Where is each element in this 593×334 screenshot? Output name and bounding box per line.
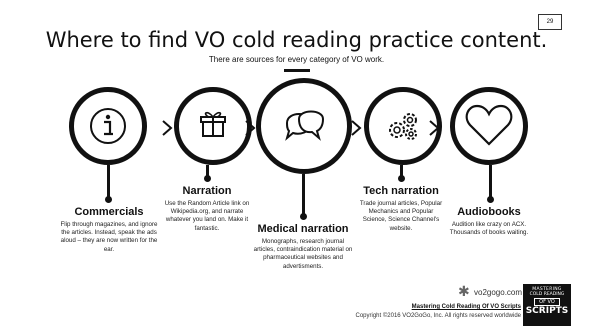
category-title: Medical narration bbox=[257, 223, 349, 235]
connector-dot bbox=[300, 213, 307, 220]
chevron-right-icon bbox=[245, 120, 256, 136]
connector-dot bbox=[487, 196, 494, 203]
page-number: 29 bbox=[538, 14, 562, 30]
category-description: Monographs, research journal articles, c… bbox=[253, 238, 353, 270]
category-title: Audiobooks bbox=[457, 206, 521, 218]
connector-line bbox=[489, 165, 492, 199]
category-title: Commercials bbox=[74, 206, 144, 218]
connector-dot bbox=[398, 175, 405, 182]
narration-circle bbox=[174, 87, 252, 165]
category-description: Use the Random Article link on Wikipedia… bbox=[164, 200, 250, 232]
tech-narration-circle bbox=[364, 87, 442, 165]
connector-dot bbox=[105, 196, 112, 203]
connector-line bbox=[302, 174, 305, 216]
category-description: Flip through magazines, and ignore the a… bbox=[60, 221, 158, 253]
tech-narration-block: Tech narration Trade journal articles, P… bbox=[356, 185, 446, 233]
narration-block: Narration Use the Random Article link on… bbox=[160, 185, 254, 233]
connector-line bbox=[206, 165, 209, 178]
category-description: Audition like crazy on ACX. Thousands of… bbox=[449, 221, 529, 237]
logo-line: OF VO bbox=[534, 298, 560, 306]
logo-line: COLD READING bbox=[529, 292, 565, 297]
commercials-block: Commercials Flip through magazines, and … bbox=[58, 206, 160, 254]
audiobooks-block: Audiobooks Audition like crazy on ACX. T… bbox=[444, 206, 534, 237]
chevron-right-icon bbox=[351, 120, 362, 136]
brand-url: vo2gogo.com bbox=[474, 288, 523, 297]
category-title: Narration bbox=[182, 185, 232, 197]
slide-subtitle: There are sources for every category of … bbox=[208, 55, 385, 64]
heart-icon bbox=[465, 104, 513, 146]
connector-dot bbox=[204, 175, 211, 182]
category-title: Tech narration bbox=[363, 185, 439, 197]
commercials-circle bbox=[69, 87, 147, 165]
logo-line: SCRIPTS bbox=[525, 306, 569, 316]
audiobooks-circle bbox=[450, 87, 528, 165]
title-underline bbox=[284, 69, 310, 72]
category-description: Trade journal articles, Popular Mechanic… bbox=[359, 200, 443, 232]
info-icon bbox=[90, 108, 126, 144]
brand-star-icon: ✱ bbox=[458, 283, 470, 299]
slide-title: Where to find VO cold reading practice c… bbox=[45, 28, 548, 52]
chevron-right-icon bbox=[162, 120, 173, 136]
connector-line bbox=[400, 165, 403, 178]
course-logo: MASTERING COLD READING OF VO SCRIPTS bbox=[523, 284, 571, 326]
footer-title: Mastering Cold Reading Of VO Scripts bbox=[411, 304, 521, 310]
medical-narration-block: Medical narration Monographs, research j… bbox=[252, 223, 354, 271]
logo-line: MASTERING bbox=[532, 287, 562, 292]
gift-icon bbox=[200, 111, 226, 137]
gears-icon bbox=[389, 113, 417, 140]
medical-narration-circle bbox=[256, 78, 352, 174]
speech-bubbles-icon bbox=[285, 110, 325, 141]
chevron-right-icon bbox=[429, 120, 440, 136]
connector-line bbox=[107, 165, 110, 199]
footer-copyright: Copyright ©2016 VO2GoGo, Inc. All rights… bbox=[355, 313, 522, 319]
